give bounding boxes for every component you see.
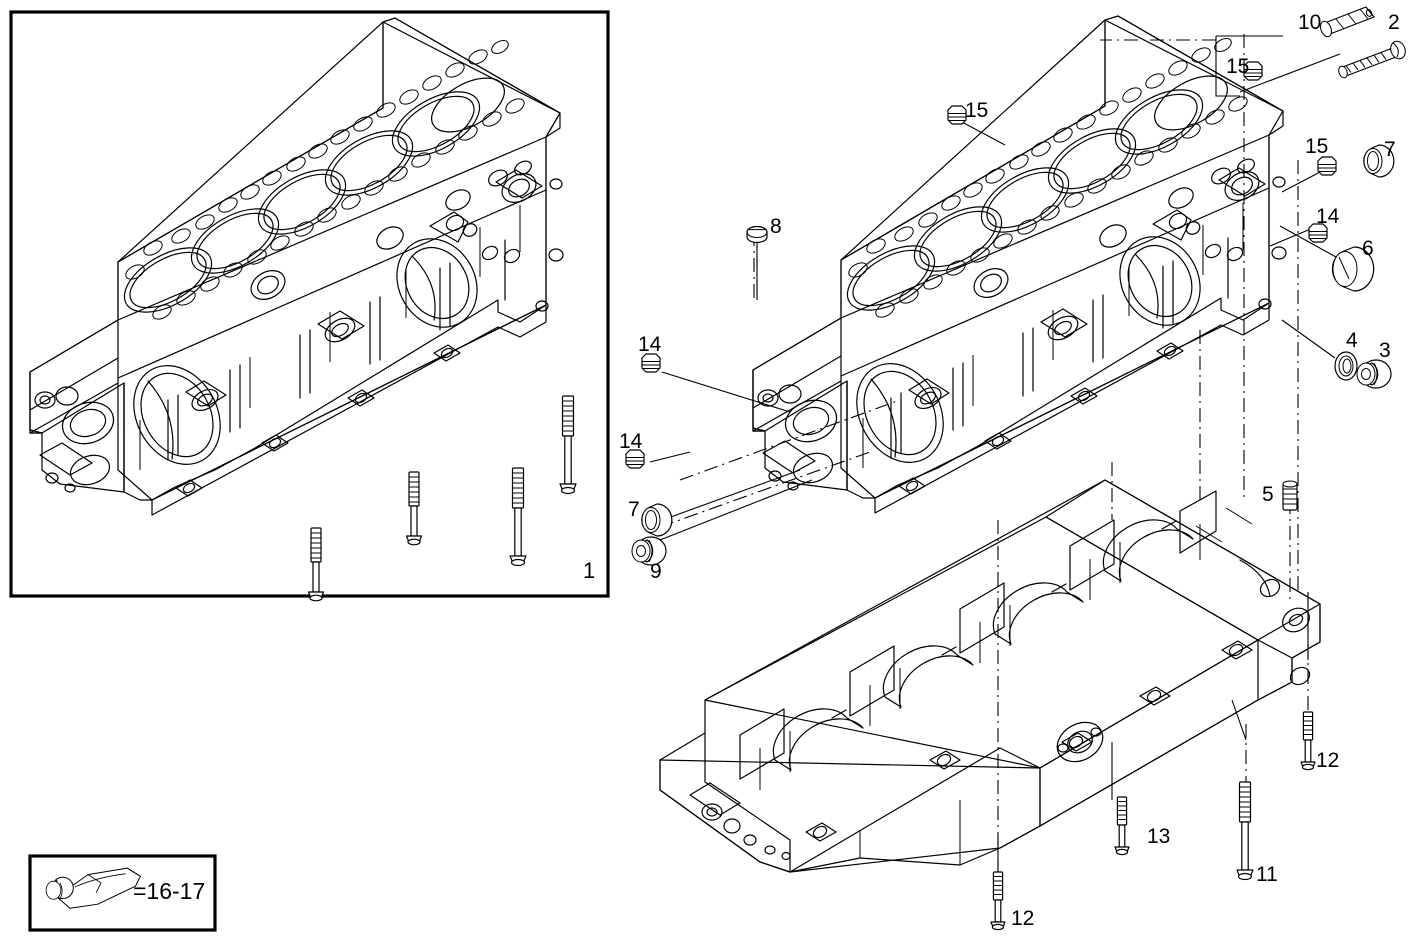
- exploded-bedplate: [659, 479, 1321, 873]
- callout-13: 13: [1147, 825, 1171, 848]
- callout-5: 5: [1262, 483, 1274, 506]
- callout-2: 2: [1388, 11, 1400, 34]
- leader-lines: [649, 35, 1346, 880]
- exploded-hardware: [625, 6, 1409, 931]
- callout-1: 1: [583, 558, 596, 583]
- assembly-axis-lines: [659, 34, 1309, 900]
- callout-12-right: 12: [1316, 749, 1340, 772]
- callout-15-right: 15: [1305, 135, 1329, 158]
- callout-7-right: 7: [1384, 138, 1396, 161]
- callout-3: 3: [1379, 339, 1391, 362]
- callout-15-top: 15: [1226, 55, 1250, 78]
- callout-9: 9: [650, 560, 662, 583]
- callout-10: 10: [1298, 11, 1322, 34]
- callout-14-left-lower: 14: [619, 430, 643, 453]
- callout-14-left-upper: 14: [638, 333, 662, 356]
- callout-8: 8: [770, 215, 782, 238]
- callout-4: 4: [1346, 329, 1358, 352]
- sealant-legend-box: [28, 854, 217, 932]
- callout-6: 6: [1362, 237, 1374, 260]
- callout-14-right: 14: [1316, 205, 1340, 228]
- callout-15-deck: 15: [965, 99, 989, 122]
- assembled-cylinder-block: [29, 17, 564, 516]
- exploded-upper-block: [752, 15, 1287, 514]
- box1-bolts: [307, 395, 577, 602]
- callout-12-bottom: 12: [1011, 907, 1035, 930]
- callout-11: 11: [1256, 863, 1278, 886]
- callout-7-left: 7: [628, 498, 640, 521]
- sealant-label: =16-17: [133, 878, 206, 904]
